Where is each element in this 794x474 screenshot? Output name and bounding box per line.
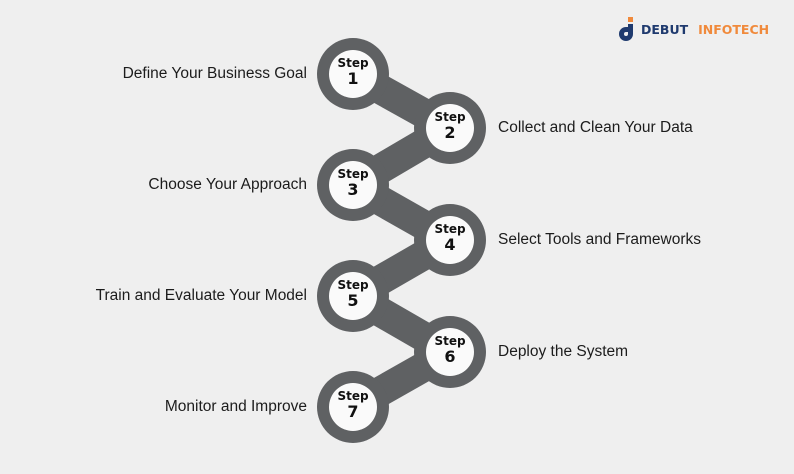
step-number: 2 [444, 123, 456, 142]
logo: DEBUT INFOTECH [616, 17, 769, 41]
step-label: Select Tools and Frameworks [498, 231, 702, 248]
step-number: 1 [347, 69, 359, 88]
step-disc [426, 104, 474, 152]
step-label: Deploy the System [498, 343, 629, 360]
step-number: 6 [444, 347, 456, 366]
step-disc [329, 50, 377, 98]
step-label: Train and Evaluate Your Model [95, 287, 307, 304]
step-word: Step [337, 278, 369, 292]
step-disc [426, 216, 474, 264]
step-disc [329, 272, 377, 320]
step-word: Step [434, 334, 466, 348]
step-number: 7 [347, 402, 359, 421]
step-label: Choose Your Approach [148, 176, 307, 193]
step-word: Step [434, 110, 466, 124]
logo-text-infotech: INFOTECH [698, 21, 770, 37]
step-word: Step [337, 389, 369, 403]
step-word: Step [337, 167, 369, 181]
step-label: Monitor and Improve [164, 398, 307, 415]
step-number: 4 [444, 235, 456, 254]
step-word: Step [434, 222, 466, 236]
step-disc [329, 161, 377, 209]
step-label: Collect and Clean Your Data [498, 119, 693, 136]
step-word: Step [337, 56, 369, 70]
step-disc [329, 383, 377, 431]
step-number: 5 [347, 291, 359, 310]
step-number: 3 [347, 180, 359, 199]
logo-text-debut: DEBUT [641, 21, 689, 37]
step-disc [426, 328, 474, 376]
step-label: Define Your Business Goal [122, 65, 307, 82]
logo-icon [619, 17, 633, 41]
